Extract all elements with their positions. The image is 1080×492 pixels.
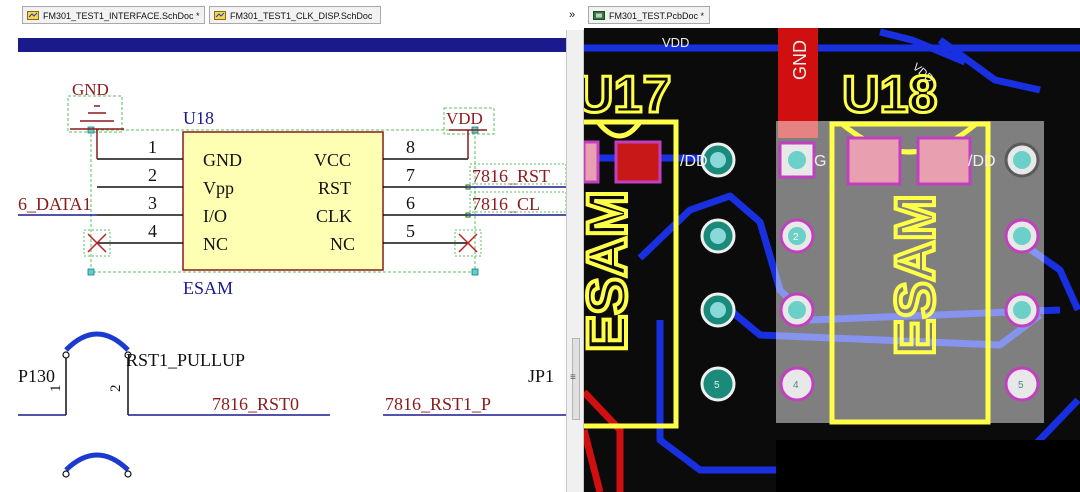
pin-name: RST (318, 178, 351, 198)
pin-number: 6 (406, 193, 415, 213)
no-connect-selection (83, 229, 111, 257)
u18-silkscreen (829, 121, 991, 425)
vdd-port-selection-box (443, 107, 495, 135)
pad-net-label: G (814, 153, 826, 170)
tab-clk-disp-schdoc[interactable]: FM301_TEST1_CLK_DISP.SchDoc (209, 6, 381, 24)
vdd-power-port[interactable]: VDD (446, 109, 487, 159)
selection-handle[interactable] (471, 268, 479, 276)
gnd-port-label: GND (72, 80, 109, 99)
no-connect-marker (458, 233, 478, 253)
pad-number: 2 (793, 232, 799, 243)
splitter-grip[interactable] (572, 338, 580, 420)
no-connect-selection (454, 229, 482, 257)
gnd-net-label: GND (790, 40, 810, 80)
net-label-selection (469, 191, 566, 213)
wire-junction-handle (465, 212, 471, 218)
pin-name: GND (203, 150, 242, 170)
jumper-arc[interactable] (64, 452, 130, 472)
schematic-canvas[interactable]: GND VDD U18 ESAM 1 2 3 4 GND Vpp I/O NC … (0, 30, 566, 492)
jumper-pin (62, 470, 70, 478)
gnd-port-selection-box (67, 95, 123, 133)
pin-name: NC (203, 234, 228, 254)
jumper-pin-number: 1 (48, 385, 64, 393)
pad-number: 4 (793, 380, 799, 391)
pad-net-label: /DD (968, 153, 996, 170)
gnd-top-track[interactable] (778, 28, 818, 138)
component-comment: ESAM (183, 278, 233, 298)
pcb-doc-icon (593, 11, 605, 20)
pcb-canvas[interactable]: 5 2 4 5 VDD GND VDD U17 U18 ESAM ESAM (584, 28, 1080, 492)
tab-interface-schdoc[interactable]: FM301_TEST1_INTERFACE.SchDoc * (22, 6, 205, 24)
pane-splitter[interactable]: ≡ (566, 30, 584, 492)
pin-number: 2 (148, 165, 157, 185)
left-pin-lines (97, 158, 183, 244)
jumper-pin (62, 351, 70, 359)
schematic-editor-pane[interactable]: GND VDD U18 ESAM 1 2 3 4 GND Vpp I/O NC … (0, 30, 566, 492)
jumper-designator: P130 (18, 366, 55, 386)
u17-through-hole-pads[interactable] (700, 142, 736, 402)
net-label[interactable]: 7816_RST0 (212, 394, 299, 414)
pin-number: 4 (148, 221, 157, 241)
pullup-label[interactable]: RST1_PULLUP (126, 350, 245, 370)
right-pin-lines (383, 158, 468, 244)
vdd-port-label: VDD (446, 109, 483, 128)
tab-label: FM301_TEST1_CLK_DISP.SchDoc (230, 11, 373, 21)
jumper-arc[interactable] (64, 331, 130, 352)
tab-label: FM301_TEST.PcbDoc * (609, 11, 705, 21)
schematic-doc-icon (214, 11, 226, 20)
pin-name: Vpp (203, 178, 234, 198)
canvas-occlusion (776, 440, 1080, 492)
splitter-grip-icon: ≡ (570, 372, 576, 383)
u17-smd-pads[interactable] (584, 140, 662, 184)
pin-number: 1 (148, 137, 157, 157)
pin-name: NC (330, 234, 355, 254)
schematic-doc-icon (27, 11, 39, 20)
jumper-pin (124, 470, 132, 478)
pad-number: 5 (1018, 380, 1024, 391)
net-label[interactable]: 7816_RST (472, 166, 550, 186)
u18-smd-pads[interactable] (846, 136, 972, 186)
no-connect-marker (87, 233, 107, 253)
u18-selection-highlight (776, 121, 1044, 423)
gnd-power-port[interactable]: GND (70, 80, 124, 159)
u17-silkscreen (584, 119, 679, 429)
pin-name: CLK (316, 206, 352, 226)
net-label[interactable]: 7816_CL (472, 194, 540, 214)
pin-number: 8 (406, 137, 415, 157)
pad-number: 5 (714, 380, 720, 391)
tab-overflow-chevron-icon[interactable]: » (568, 9, 576, 21)
top-layer-tracks[interactable] (584, 389, 624, 492)
vdd-net-label: VDD (662, 35, 689, 50)
esam-comment-left: ESAM (584, 190, 638, 352)
pcb-editor-pane[interactable]: 5 2 4 5 VDD GND VDD U17 U18 ESAM ESAM (584, 28, 1080, 492)
pin-number: 3 (148, 193, 157, 213)
esam-comment-right: ESAM (883, 194, 946, 356)
sheet-border-bar (18, 38, 566, 52)
component-body[interactable] (182, 131, 384, 271)
pin-number: 5 (406, 221, 415, 241)
u17-designator: U17 (584, 66, 671, 124)
component-designator: U18 (183, 108, 214, 128)
tab-pcbdoc[interactable]: FM301_TEST.PcbDoc * (588, 6, 710, 24)
pad-net-label: /DD (680, 153, 708, 170)
u18-designator: U18 (842, 66, 937, 124)
selection-handle[interactable] (87, 268, 95, 276)
component-selection-box (90, 129, 476, 273)
pin-name: I/O (203, 206, 227, 226)
jumper-designator: JP1 (528, 366, 554, 386)
net-label-selection (469, 163, 566, 185)
net-label[interactable]: 6_DATA1 (18, 194, 92, 214)
wire-junction-handle (465, 184, 471, 190)
pin-number: 7 (406, 165, 415, 185)
tab-label: FM301_TEST1_INTERFACE.SchDoc * (43, 11, 200, 21)
document-tab-bar: FM301_TEST1_INTERFACE.SchDoc * FM301_TES… (0, 0, 1080, 30)
pin-name: VCC (314, 150, 351, 170)
u18-through-hole-pads[interactable] (778, 141, 1040, 402)
jumper-pin-number: 2 (108, 385, 124, 393)
selection-handle[interactable] (87, 126, 95, 134)
net-label[interactable]: 7816_RST1_P (385, 394, 491, 414)
